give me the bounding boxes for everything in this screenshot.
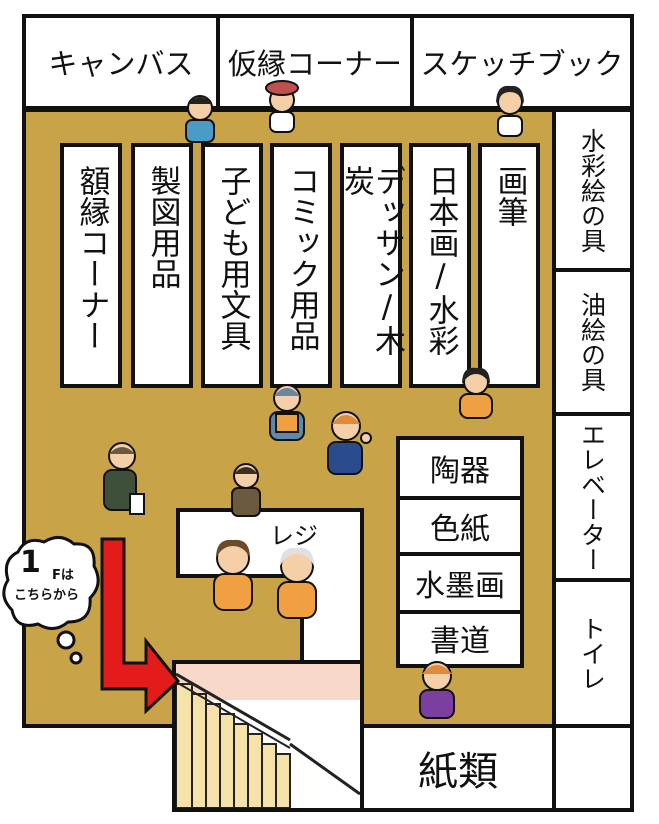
shopper-with-bag-icon: [103, 442, 145, 515]
counter-calligraphy-label: 書道: [430, 624, 490, 659]
paper-side-cell: [552, 724, 634, 812]
shelf-kids-stationery[interactable]: 子ども用文具: [201, 143, 263, 388]
glasses-customer-icon: [496, 85, 524, 137]
side-oil-paints[interactable]: [552, 268, 634, 416]
shelf-drafting-supplies[interactable]: 製図用品: [131, 143, 193, 388]
side-watercolor-paints-label: 水彩絵の具: [577, 127, 607, 253]
cashier-right-icon: [277, 547, 317, 619]
counter-ink-painting-label: 水墨画: [415, 569, 505, 604]
side-toilet-label: トイレ: [577, 615, 607, 691]
side-elevator[interactable]: [552, 412, 634, 582]
register-counter[interactable]: [176, 508, 364, 578]
customer-at-register-icon: [231, 463, 261, 517]
side-elevator-label: エレベーター: [577, 422, 607, 572]
shelf-dessin-charcoal[interactable]: デッサン/木炭: [338, 143, 405, 388]
shelf-comic-supplies[interactable]: コミック用品: [270, 143, 332, 388]
register-label: レジ: [270, 522, 318, 550]
sitting-girl-icon: [459, 367, 493, 419]
counter-ceramics-label: 陶器: [430, 454, 490, 489]
top-section-canvas-label: キャンバス: [48, 47, 194, 81]
thought-bubble-icon: [2, 536, 100, 665]
side-oil-paints-label: 油絵の具: [577, 292, 607, 392]
paper-section-label: 紙類: [418, 749, 498, 795]
counter-calligraphy[interactable]: [396, 610, 524, 668]
shelf-brushes[interactable]: 画筆: [478, 143, 540, 388]
calligraphy-customer-icon: [419, 661, 455, 719]
counter-shikishi-label: 色紙: [430, 512, 490, 547]
staircase-icon: [176, 664, 360, 808]
beret-customer-icon: [265, 80, 299, 133]
bubble-floor-suffix: Fは: [52, 568, 74, 583]
side-watercolor-paints[interactable]: [552, 108, 634, 272]
counter-ceramics[interactable]: [396, 436, 524, 500]
entrance-arrow-icon: [100, 537, 181, 715]
bubble-number: 1: [20, 545, 41, 580]
cashier-left-icon: [213, 539, 253, 611]
shelf-nihonga-watercolor[interactable]: 日本画/水彩: [409, 143, 471, 388]
waving-customer-icon: [327, 411, 372, 475]
bubble-text: こちらから: [14, 588, 80, 603]
staff-person-icon: [185, 95, 215, 143]
top-section-sketchbook-label: スケッチブック: [420, 47, 624, 81]
top-section-frames-label: 仮縁コーナー: [227, 47, 402, 81]
child-customer-icon: [269, 384, 305, 441]
shelf-frames-corner[interactable]: 額縁コーナー: [60, 143, 122, 388]
